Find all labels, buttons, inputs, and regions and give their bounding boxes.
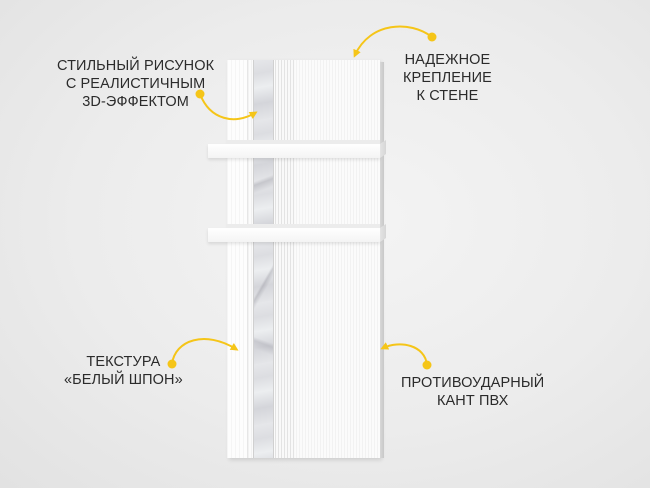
shelf-lower-top xyxy=(226,224,380,228)
panel-left-strip xyxy=(227,60,248,458)
callout-mounting-line-3: К СТЕНЕ xyxy=(416,88,479,104)
marble-insert xyxy=(253,60,274,458)
callout-texture-line-2: «БЕЛЫЙ ШПОН» xyxy=(64,372,183,388)
callout-pattern-line-3: 3D-ЭФФЕКТОМ xyxy=(82,94,189,110)
callout-texture: ТЕКСТУРА «БЕЛЫЙ ШПОН» xyxy=(64,353,183,389)
wall-panel xyxy=(227,60,384,458)
callout-edge-line-1: ПРОТИВОУДАРНЫЙ xyxy=(401,375,545,391)
shelf-lower xyxy=(208,224,386,242)
pvc-edge xyxy=(380,62,384,458)
shelf-upper-top xyxy=(226,140,380,144)
callout-pattern: СТИЛЬНЫЙ РИСУНОК С РЕАЛИСТИЧНЫМ 3D-ЭФФЕК… xyxy=(57,57,214,111)
shelf-upper xyxy=(208,140,386,158)
callout-pattern-line-1: СТИЛЬНЫЙ РИСУНОК xyxy=(57,58,215,74)
callout-mounting-line-2: КРЕПЛЕНИЕ xyxy=(403,70,492,86)
callout-texture-line-1: ТЕКСТУРА xyxy=(86,354,161,370)
shelf-lower-end xyxy=(380,224,386,242)
arrow-edge-icon xyxy=(380,342,432,370)
panel-grooves xyxy=(275,60,295,458)
callout-edge: ПРОТИВОУДАРНЫЙ КАНТ ПВХ xyxy=(401,374,544,410)
callout-pattern-line-2: С РЕАЛИСТИЧНЫМ xyxy=(65,76,206,92)
callout-edge-line-2: КАНТ ПВХ xyxy=(436,393,509,409)
callout-mounting: НАДЕЖНОЕ КРЕПЛЕНИЕ К СТЕНЕ xyxy=(403,51,492,105)
shelf-upper-end xyxy=(380,140,386,158)
callout-mounting-line-1: НАДЕЖНОЕ xyxy=(404,52,491,68)
